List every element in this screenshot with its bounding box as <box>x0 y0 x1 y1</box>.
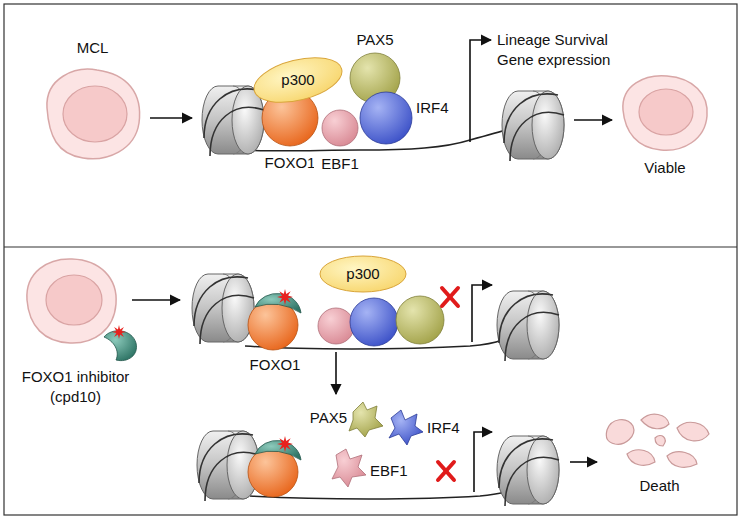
inhibited-foxo1: FOXO1 <box>245 285 305 380</box>
inhibitor: FOXO1 inhibitor (cpd10) <box>8 325 143 410</box>
ebf1-protein: EBF1 <box>318 108 362 174</box>
cell: Viable <box>615 70 715 185</box>
protein-label: PAX5 <box>301 408 347 428</box>
p300-protein: p300 <box>250 56 346 104</box>
pax5-fragment: PAX5 <box>305 400 385 438</box>
protein-label: MCL <box>35 38 150 58</box>
irf4-protein-shape <box>360 90 470 146</box>
cell-shape <box>35 38 150 168</box>
irf4-protein: IRF4 <box>360 90 470 146</box>
protein-label: IRF4 <box>416 98 464 118</box>
protein-label: PAX5 <box>345 30 405 50</box>
protein-label: EBF1 <box>314 154 366 174</box>
irf4-fragment: IRF4 <box>387 408 471 448</box>
annotation-label: Lineage Survival Gene expression <box>497 30 629 69</box>
protein-label: FOXO1 <box>258 153 322 173</box>
ebf1-fragment: EBF1 <box>330 447 416 489</box>
cell: MCL <box>35 38 150 168</box>
protein-label: IRF4 <box>427 418 471 438</box>
protein-label: Death <box>597 476 722 496</box>
protein-label: EBF1 <box>370 461 416 481</box>
dead-cell-fragments: Death <box>597 410 722 502</box>
protein-label: FOXO1 inhibitor (cpd10) <box>8 367 143 406</box>
protein-label: p300 <box>318 264 408 284</box>
protein-label: p300 <box>250 70 346 90</box>
p300-protein: p300 <box>318 254 408 294</box>
protein-label: Viable <box>615 158 715 178</box>
protein-label: FOXO1 <box>241 355 309 375</box>
